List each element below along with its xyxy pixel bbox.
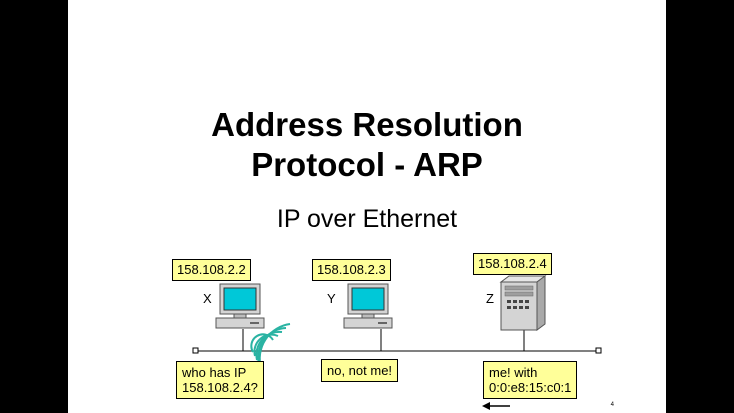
ip-box-y: 158.108.2.3 [312,259,391,281]
slide-number: 4 [610,402,614,408]
computer-icon [343,283,393,329]
bus-terminator-right [595,347,602,354]
bus-terminator-left [192,347,199,354]
arp-request-line-2: 158.108.2.4? [182,380,258,395]
host-label-y: Y [327,291,336,306]
reply-y-callout: no, not me! [321,359,399,382]
ip-box-z: 158.108.2.4 [473,253,552,275]
computer-icon [215,283,265,329]
slide-title-line-1: Address Resolution [211,106,523,143]
arp-reply-line-1: me! with [489,365,538,380]
arp-request-line-1: who has IP [182,365,247,380]
arp-reply-line-2: 0:0:e8:15:c0:1 [489,380,572,395]
slide: Address Resolution Protocol - ARP IP ove… [68,0,666,413]
host-label-x: X [203,291,212,306]
slide-title-line-2: Protocol - ARP [251,146,483,183]
arp-request-callout: who has IP 158.108.2.4? [176,361,264,399]
reply-arrow-icon [482,402,510,410]
slide-subtitle: IP over Ethernet [276,205,458,233]
host-label-z: Z [486,291,494,306]
ip-box-x: 158.108.2.2 [172,259,251,281]
server-icon [499,275,547,331]
network-diagram [192,275,602,410]
arp-reply-callout: me! with 0:0:e8:15:c0:1 [483,361,578,399]
